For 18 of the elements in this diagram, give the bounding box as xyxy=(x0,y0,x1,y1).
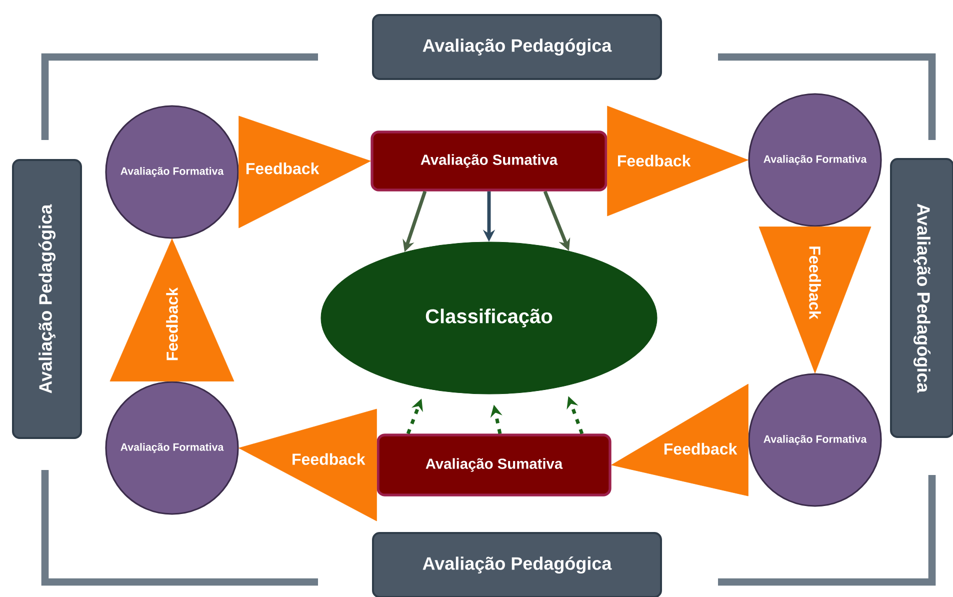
edge-label: Feedback xyxy=(166,287,178,360)
feedback-arrow xyxy=(238,408,377,522)
feedback-arrow xyxy=(110,238,234,382)
label-box: Avaliação Pedagógica xyxy=(890,158,953,438)
label-box: Avaliação Pedagógica xyxy=(372,14,662,80)
edge-label: Feedback xyxy=(246,162,320,174)
edge-label: Feedback xyxy=(664,442,738,455)
label-box: Avaliação Pedagógica xyxy=(372,532,662,597)
feedback-arrow xyxy=(758,226,872,374)
process-box: Avaliação Sumativa xyxy=(370,130,608,192)
process-box: Avaliação Sumativa xyxy=(376,434,612,496)
feedback-arrow xyxy=(238,116,371,228)
edge-label: Feedback xyxy=(292,453,366,465)
edge-label: Feedback xyxy=(618,154,691,167)
label-box: Avaliação Pedagógica xyxy=(12,159,82,439)
feedback-arrow xyxy=(607,106,748,216)
edge-label: Feedback xyxy=(809,246,821,320)
feedback-arrow xyxy=(611,384,748,496)
